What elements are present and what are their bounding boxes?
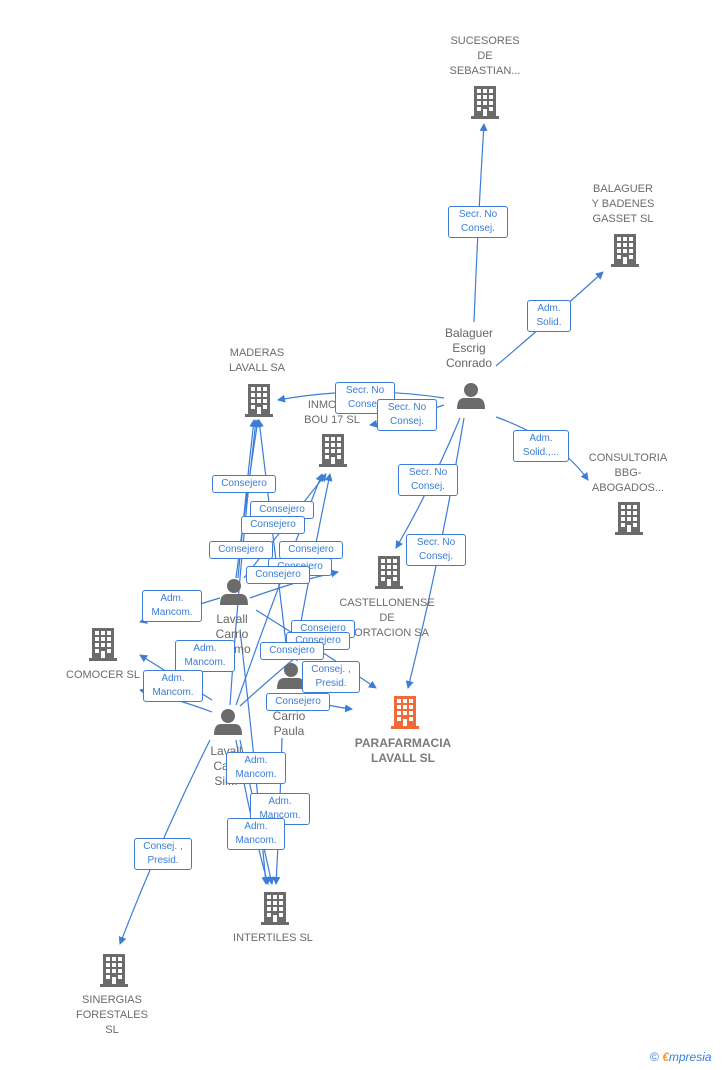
edge-label-consejero-5[interactable]: Consejero [279, 541, 343, 559]
person-label-carrio-paula[interactable]: Carrio Paula [272, 709, 306, 738]
empresia-logo[interactable]: © €mpresia [650, 1050, 712, 1064]
building-icon-intertiles [261, 892, 289, 925]
node-label-sucesores[interactable]: SUCESORES DE SEBASTIAN... [449, 35, 521, 77]
node-label-consultoria[interactable]: CONSULTORIA BBG- ABOGADOS... [588, 452, 668, 494]
edge-label-sec-no-consej-inmobi[interactable]: Secr. No Consej. [377, 399, 437, 431]
person-icon-balaguer [457, 383, 485, 409]
edge-label-consejero-7[interactable]: Consejero [246, 566, 310, 584]
edge-silvia-inmobi [235, 473, 324, 706]
building-icon-maderas [245, 384, 273, 417]
edge-label-consejero-1[interactable]: Consejero [212, 475, 276, 493]
building-icon-inmobi [319, 434, 347, 467]
node-label-sinergias[interactable]: SINERGIAS FORESTALES SL [76, 994, 148, 1036]
edge-label-adm-mancom-6[interactable]: Adm. Mancom. [227, 818, 285, 850]
edges [118, 123, 604, 945]
person-icon-carrio-paula [277, 663, 305, 689]
building-icon-comocer [89, 628, 117, 661]
edge-label-adm-mancom-3[interactable]: Adm. Mancom. [143, 670, 203, 702]
building-icon-sucesores [471, 86, 499, 119]
edge-label-adm-mancom-2[interactable]: Adm. Mancom. [175, 640, 235, 672]
node-label-parafarmacia[interactable]: PARAFARMACIA LAVALL SL [354, 736, 452, 765]
brand-e: € [662, 1050, 669, 1064]
node-label-castellonense[interactable]: CASTELLONENSE DE ...ORTACION SA [339, 597, 435, 639]
building-icon-sinergias [100, 954, 128, 987]
node-label-maderas[interactable]: MADERAS LAVALL SA [228, 347, 286, 374]
node-label-intertiles[interactable]: INTERTILES SL [233, 932, 313, 944]
copyright-symbol: © [650, 1050, 659, 1064]
edge-label-consejero-11[interactable]: Consejero [266, 693, 330, 711]
brand-name: mpresia [668, 1050, 712, 1064]
building-icon-balaguer-badenes [611, 234, 639, 267]
edge-label-adm-mancom-1[interactable]: Adm. Mancom. [142, 590, 202, 622]
building-icon-parafarmacia [391, 696, 419, 729]
edge-label-adm-solid-badenes[interactable]: Adm. Solid. [527, 300, 571, 332]
edge-label-consej-presid-parafarmacia[interactable]: Consej. , Presid. [302, 661, 360, 693]
edge-guillermo-maderas-a [237, 419, 258, 579]
edge-label-adm-solid-consultoria[interactable]: Adm. Solid.,... [513, 430, 569, 462]
edge-label-adm-mancom-4[interactable]: Adm. Mancom. [226, 752, 286, 784]
edge-label-consej-presid-sinergias[interactable]: Consej. , Presid. [134, 838, 192, 870]
building-icon-consultoria [615, 502, 643, 535]
edge-label-consejero-10[interactable]: Consejero [260, 642, 324, 660]
edge-label-consejero-4[interactable]: Consejero [209, 541, 273, 559]
edge-label-consejero-3[interactable]: Consejero [241, 516, 305, 534]
person-icon-lavall-guillermo [220, 579, 248, 605]
edge-label-sec-no-consej-sucesores[interactable]: Secr. No Consej. [448, 206, 508, 238]
node-label-comocer[interactable]: COMOCER SL [66, 669, 140, 681]
person-icon-lavall-silvia [214, 709, 242, 735]
edge-label-sec-no-consej-castellonense[interactable]: Secr. No Consej. [398, 464, 458, 496]
node-label-balaguer-badenes[interactable]: BALAGUER Y BADENES GASSET SL [591, 183, 655, 225]
building-icon-castellonense [375, 556, 403, 589]
edge-label-sec-no-consej-parafarmacia[interactable]: Secr. No Consej. [406, 534, 466, 566]
person-label-balaguer[interactable]: Balaguer Escrig Conrado [444, 326, 494, 370]
